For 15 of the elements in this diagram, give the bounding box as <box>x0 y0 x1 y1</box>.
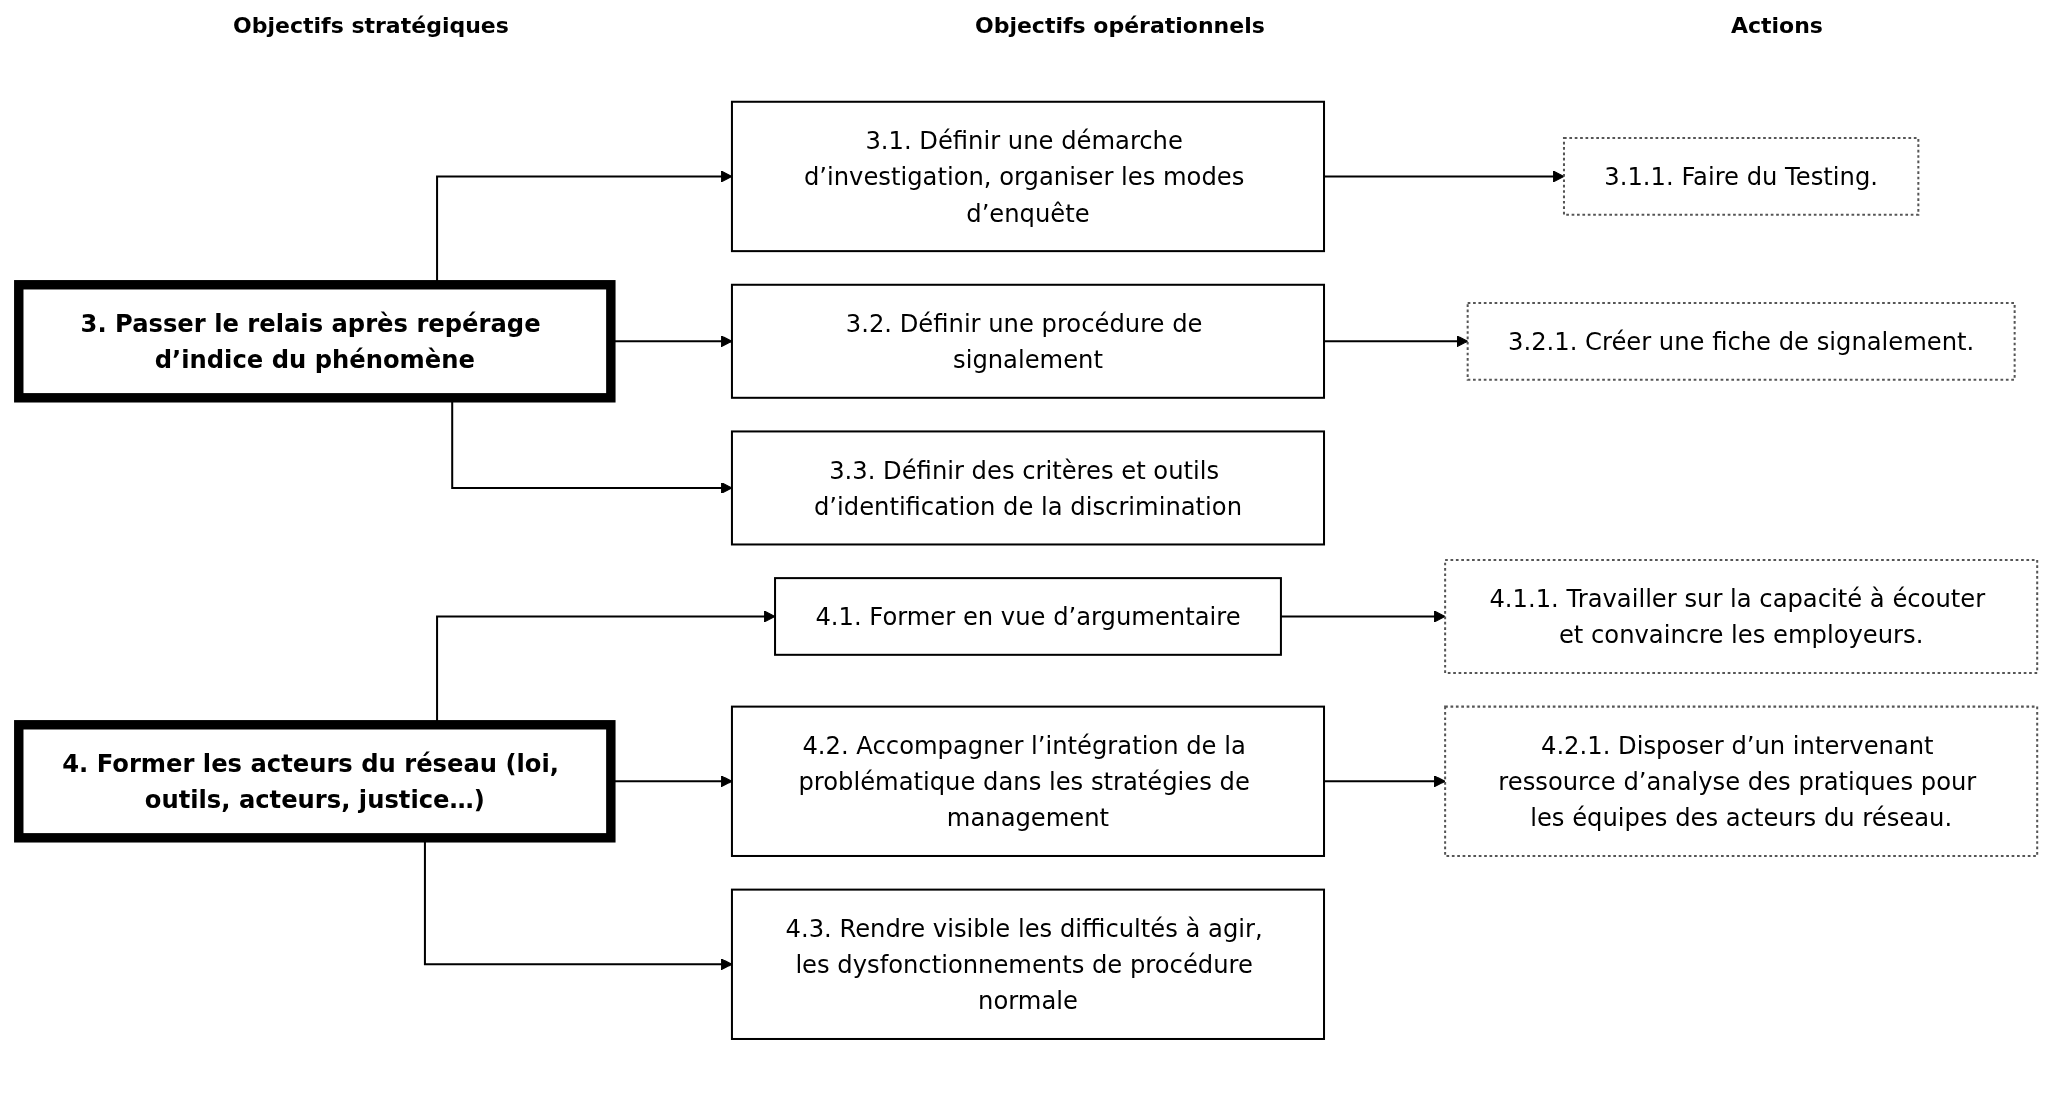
node-box: 3.1. Définir une démarche d’investigation, organiser les modes d’enquête <box>730 100 1326 252</box>
column-heading: Actions <box>1730 12 1823 38</box>
node-box: 4.3. Rendre visible les difficultés à agir, les dysfonctionnements de procédure normale <box>730 888 1326 1040</box>
node-box: 3. Passer le relais après repérage d’indice du phénomène <box>14 279 616 403</box>
node-box: 4.2.1. Disposer d’un intervenant ressource d’analyse des pratiques pour les équipes des acteurs du réseau. <box>1444 705 2039 857</box>
node-box: 3.2.1. Créer une fiche de signalement. <box>1466 301 2016 381</box>
node-box: 4.2. Accompagner l’intégration de la problématique dans les stratégies de management <box>730 705 1326 857</box>
node-box: 3.3. Définir des critères et outils d’identification de la discrimination <box>730 430 1326 546</box>
column-heading: Objectifs stratégiques <box>233 12 509 38</box>
node-box: 3.1.1. Faire du Testing. <box>1563 136 1920 216</box>
node-box: 4.1.1. Travailler sur la capacité à écouter et convaincre les employeurs. <box>1444 558 2039 674</box>
node-box: 4. Former les acteurs du réseau (loi, outils, acteurs, justice…) <box>14 719 616 843</box>
column-heading: Objectifs opérationnels <box>974 12 1265 38</box>
node-box: 4.1. Former en vue d’argumentaire <box>774 576 1282 656</box>
node-box: 3.2. Définir une procédure de signalement <box>730 283 1326 399</box>
